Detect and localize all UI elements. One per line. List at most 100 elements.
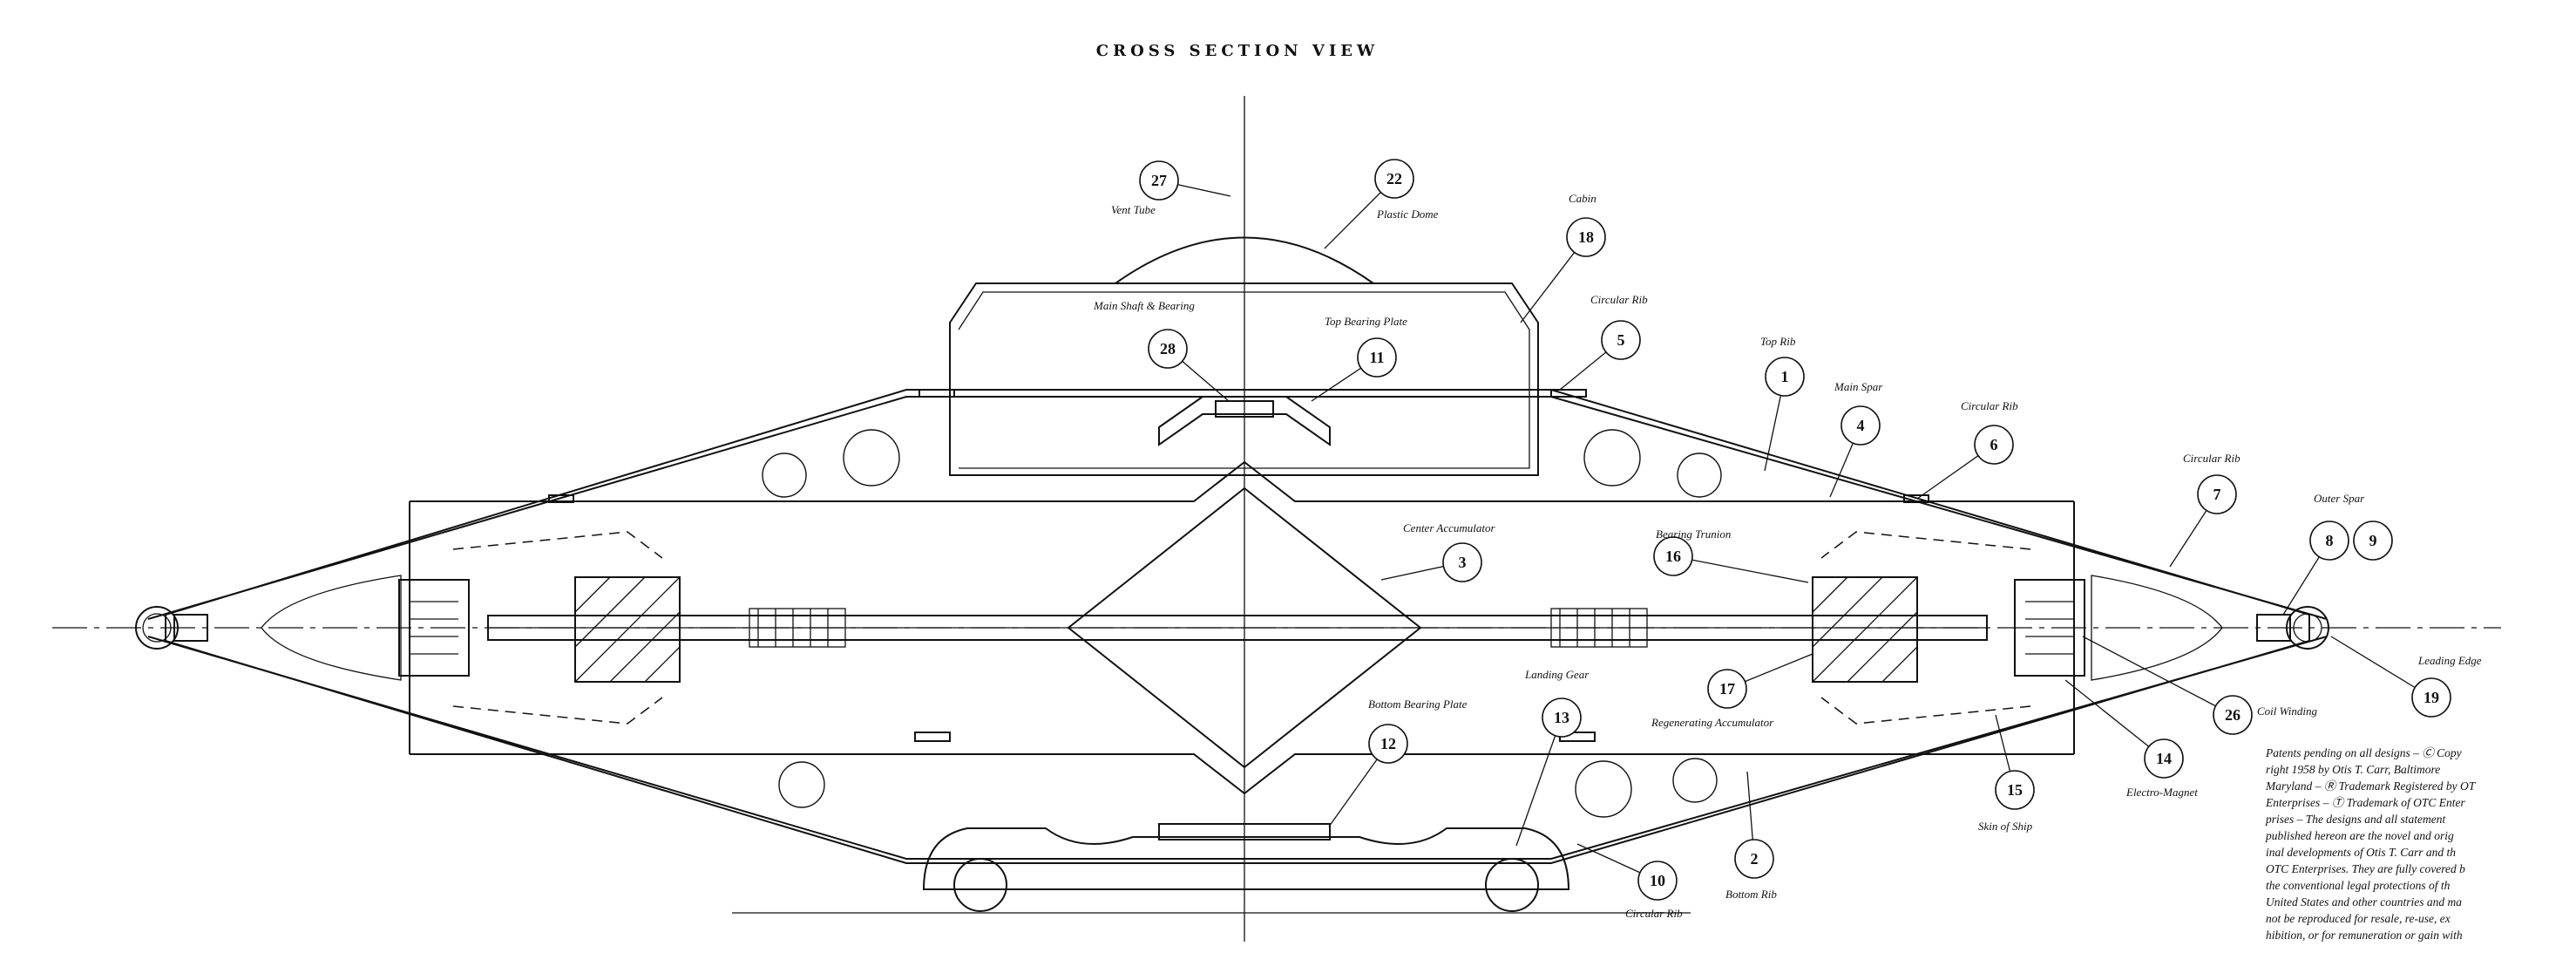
callout-circle [1707,669,1747,709]
patent-notice-line: hibition, or for remuneration or gain wi… [2266,929,2463,942]
callout-label: Outer Spar [2314,492,2365,505]
callout-label: Circular Rib [1590,293,1648,306]
callout-5: 5 Circular Rib [1559,293,1648,391]
patent-notice: Patents pending on all designs – Ⓒ Copy r… [2265,746,2477,942]
callout-number: 14 [2156,750,2172,767]
callout-circle [2213,695,2253,735]
callout-circle [1368,724,1408,764]
patent-notice-line: OTC Enterprises. They are fully covered … [2266,862,2465,875]
patent-notice-line: the conventional legal protections of th [2266,879,2451,892]
callout-number: 15 [2007,781,2023,799]
callout-11: 11 Top Bearing Plate [1311,315,1407,402]
callout-circle [2353,521,2393,561]
callout-circle [1995,770,2035,810]
callout-circle [1542,698,1582,738]
callout-number: 26 [2225,706,2240,724]
callout-circle [1148,329,1188,369]
callout-number: 9 [2369,532,2377,549]
callout-label: Vent Tube [1111,203,1156,216]
callout-circle [2411,677,2451,718]
callout-label: Bearing Trunion [1656,527,1731,541]
callout-circle [1974,425,2014,465]
callout-28: 28 Main Shaft & Bearing [1093,299,1230,402]
callout-circle [2144,738,2184,779]
callout-26: 26 Coil Winding [2082,636,2317,735]
patent-notice-line: Patents pending on all designs – Ⓒ Copy [2265,746,2462,759]
callout-12: 12 Bottom Bearing Plate [1328,698,1468,827]
callout-7: 7 Circular Rib [2169,452,2240,568]
patent-notice-line: Enterprises – Ⓣ Trademark of OTC Enter [2265,796,2466,809]
callout-3: 3 Center Accumulator [1380,521,1495,582]
patent-notice-line: United States and other countries and ma [2266,895,2462,909]
patent-notice-line: Maryland – Ⓡ Trademark Registered by OT [2265,779,2477,793]
callout-label: Skin of Ship [1978,820,2033,833]
callout-circle [1765,357,1805,397]
callout-circle [1734,839,1774,879]
patent-notice-line: right 1958 by Otis T. Carr, Baltimore [2266,763,2440,776]
callout-17: 17 [1707,653,1813,709]
callout-number: 22 [1386,170,1402,187]
callout-number: 13 [1554,709,1569,726]
callout-number: 27 [1151,172,1167,189]
callout-number: 6 [1990,436,1998,453]
callout-label: Top Rib [1760,335,1796,348]
callout-number: 5 [1617,331,1625,349]
callout-number: 18 [1578,228,1594,246]
callout-label: Electro-Magnet [2125,786,2198,799]
callout-number: 19 [2423,689,2439,706]
callout-number: 11 [1369,349,1384,366]
callout-number: 7 [2213,486,2221,503]
callout-label: Circular Rib [2183,452,2240,465]
callout-number: 4 [1857,417,1865,434]
callout-circle [1139,160,1179,201]
callout-number: 12 [1380,735,1396,752]
callout-number: 17 [1719,680,1735,698]
patent-notice-line: inal developments of Otis T. Carr and th [2266,846,2456,859]
callout-label: Plastic Dome [1376,208,1439,221]
callout-label: Leading Edge [2417,654,2482,667]
callout-1: 1 Top Rib [1760,335,1805,472]
callout-leader-line [2082,636,2234,716]
callout-leader-line [1672,555,1809,583]
callout-circle [1653,536,1693,576]
callout-6: 6 Circular Rib [1916,399,2018,500]
callout-9: 9 [2353,521,2393,561]
callout-4: 4 Main Spar [1829,380,1883,498]
callout-label: Bottom Bearing Plate [1368,698,1468,711]
patent-notice-line: prises – The designs and all statement [2265,813,2446,826]
diagram-title: CROSS SECTION VIEW [1096,42,1379,60]
callout-circle [1840,405,1881,446]
callout-circle [1566,217,1606,257]
patent-notice-line: not be reproduced for resale, re-use, ex [2266,912,2451,925]
callout-13: 13 Landing Gear [1515,668,1590,847]
callout-label: Coil Winding [2257,704,2317,718]
callout-circle [2309,521,2349,561]
callout-label: Main Spar [1834,380,1883,393]
callout-number: 16 [1665,548,1681,565]
callout-label: Center Accumulator [1403,521,1495,534]
ship-structure [52,96,2501,942]
callout-number: 3 [1459,554,1467,571]
callout-label: Landing Gear [1524,668,1590,681]
callout-number: 1 [1781,368,1789,385]
callout-8: 8 Outer Spar [2282,492,2365,616]
callout-label: Circular Rib [1961,399,2018,412]
callout-label: Cabin [1569,192,1596,205]
callout-circle [2197,474,2237,514]
callout-label: Top Bearing Plate [1325,315,1407,328]
callout-leader-line [2064,679,2165,759]
callout-number: 10 [1650,872,1665,889]
regenerating-accumulator-label: Regenerating Accumulator [1651,716,1774,729]
callout-number: 28 [1160,340,1176,357]
callout-number: 8 [2326,532,2334,549]
callout-label: Main Shaft & Bearing [1093,299,1195,312]
callout-circle [1374,159,1414,199]
